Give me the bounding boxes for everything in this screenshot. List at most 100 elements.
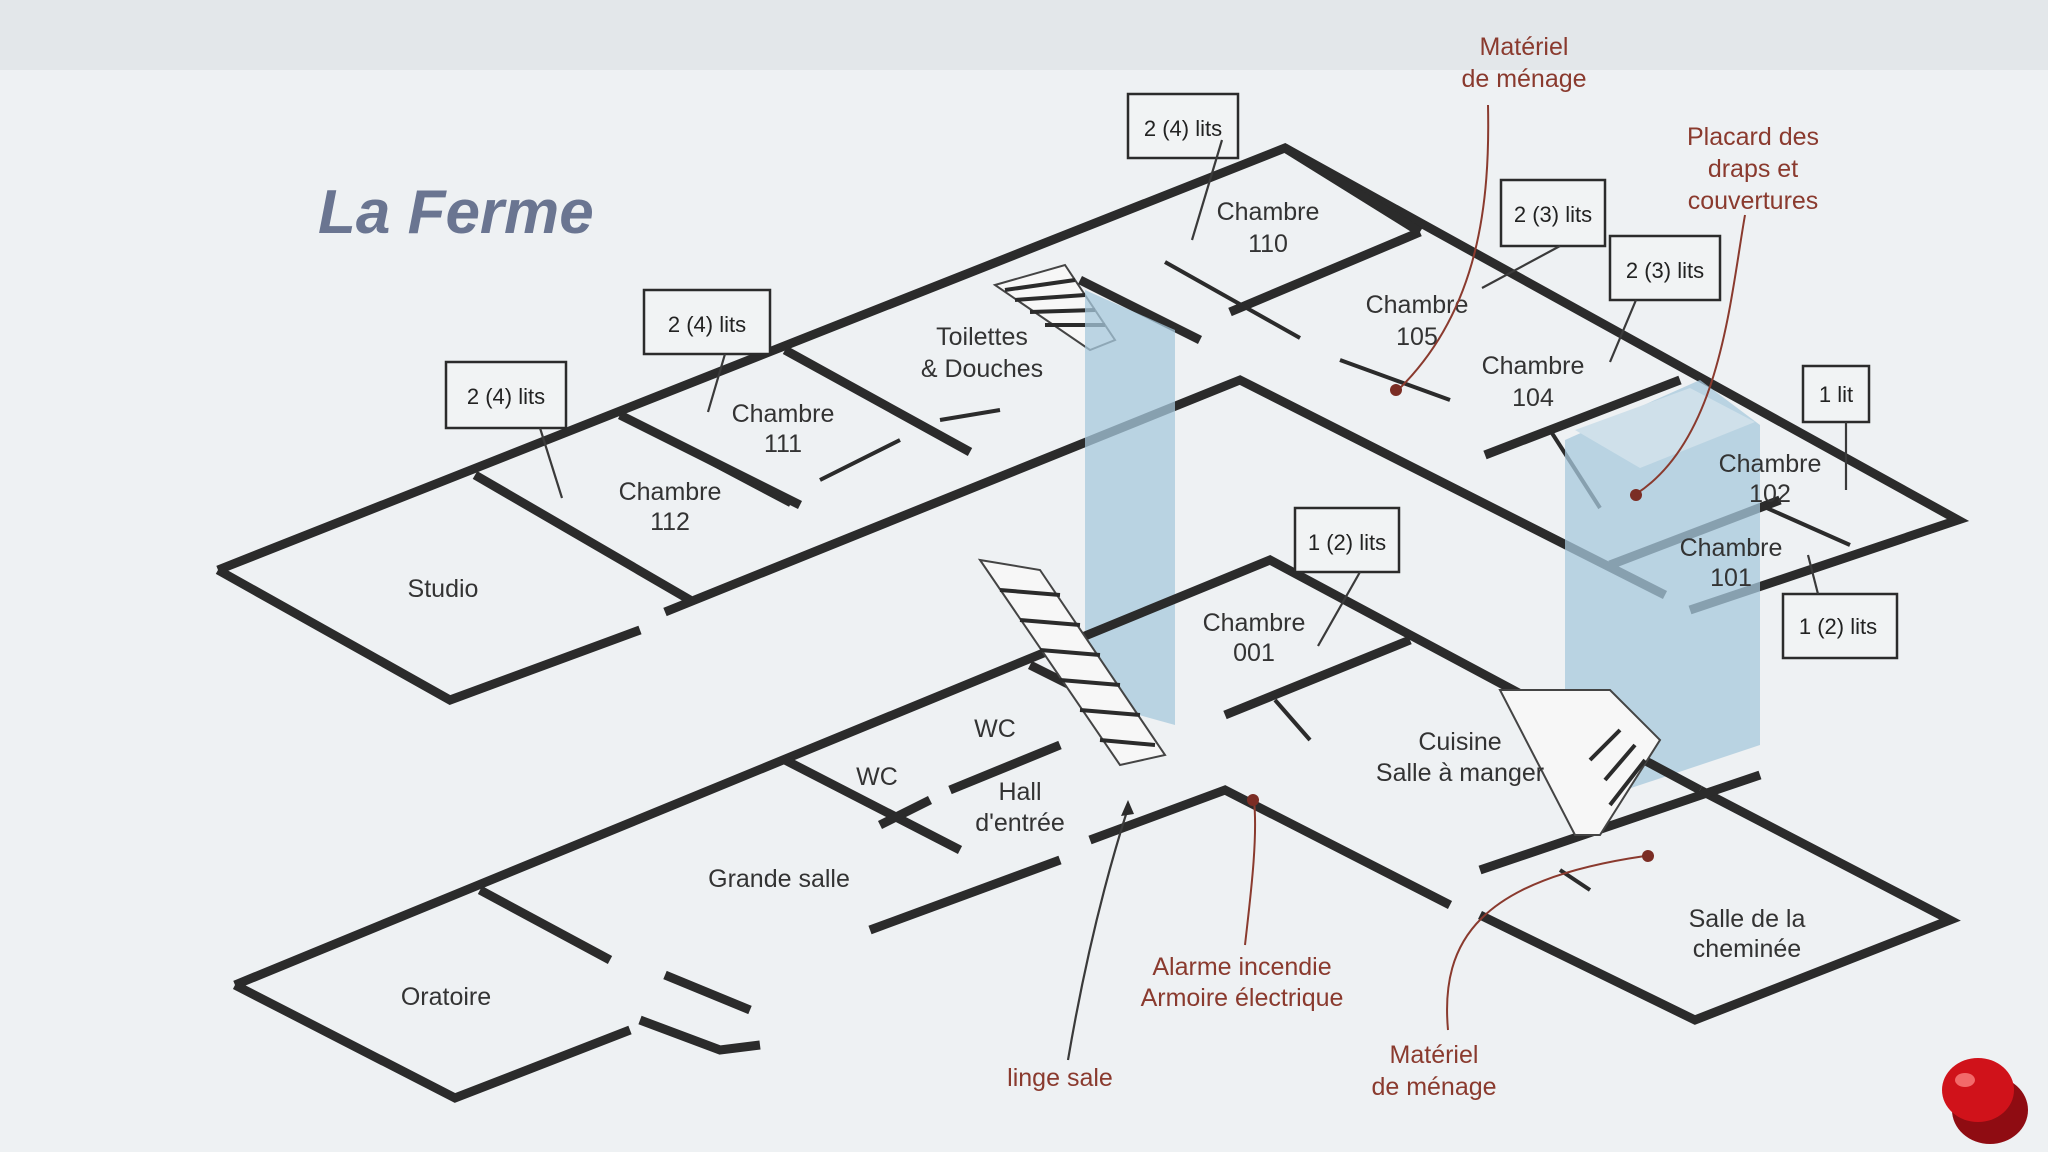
svg-text:de ménage: de ménage — [1371, 1073, 1496, 1101]
door-101 — [1759, 503, 1851, 547]
door-110 — [1164, 260, 1301, 340]
svg-text:Alarme incendie: Alarme incendie — [1152, 953, 1331, 981]
door-105 — [1339, 358, 1451, 402]
svg-text:Matériel: Matériel — [1480, 33, 1569, 61]
svg-text:Chambre: Chambre — [1680, 534, 1783, 562]
wall-wc1 — [877, 795, 933, 830]
wall-104-102 — [1483, 375, 1682, 460]
svg-text:de ménage: de ménage — [1461, 65, 1586, 93]
room-hall-entree: Hall d'entrée — [975, 778, 1065, 837]
svg-text:Toilettes: Toilettes — [936, 323, 1028, 351]
svg-text:& Douches: & Douches — [921, 355, 1043, 383]
callout-alarme-armoire: Alarme incendie Armoire électrique — [1141, 794, 1344, 1012]
callout-materiel-menage-bottom: Matériel de ménage — [1371, 850, 1654, 1101]
wall-110-east — [1282, 144, 1423, 236]
svg-text:001: 001 — [1233, 639, 1275, 667]
svg-text:Chambre: Chambre — [1366, 291, 1469, 319]
svg-text:1 (2) lits: 1 (2) lits — [1799, 614, 1877, 639]
svg-text:draps et: draps et — [1708, 155, 1798, 183]
room-salle-de-la-cheminee: Salle de la cheminée — [1689, 905, 1806, 963]
room-chambre-112: Chambre 112 — [619, 478, 722, 536]
lower-staircase-left — [977, 558, 1167, 767]
svg-text:couvertures: couvertures — [1688, 187, 1819, 215]
room-oratoire: Oratoire — [401, 983, 491, 1011]
svg-text:Salle de la: Salle de la — [1689, 905, 1806, 933]
pushpin-icon — [1942, 1058, 2028, 1144]
plan-title: La Ferme — [318, 178, 594, 247]
svg-text:2 (4) lits: 2 (4) lits — [1144, 116, 1222, 141]
lower-outer-wall-south-2 — [1088, 785, 1453, 910]
callout-materiel-menage-top: Matériel de ménage — [1390, 33, 1587, 396]
wall-studio-112 — [472, 471, 693, 604]
svg-text:102: 102 — [1749, 480, 1791, 508]
wall-oratoire-door — [663, 970, 752, 1015]
room-chambre-104: Chambre 104 — [1482, 352, 1585, 412]
svg-text:Chambre: Chambre — [732, 400, 835, 428]
door-cuisine — [1273, 698, 1312, 742]
svg-text:2 (4) lits: 2 (4) lits — [467, 384, 545, 409]
svg-text:Chambre: Chambre — [619, 478, 722, 506]
wall-111-toilettes — [782, 346, 973, 456]
svg-text:101: 101 — [1710, 564, 1752, 592]
bed-box-102: 1 lit — [1801, 364, 1871, 490]
room-grande-salle: Grande salle — [708, 865, 850, 893]
svg-text:1 lit: 1 lit — [1819, 382, 1853, 407]
upper-outer-wall-west — [215, 566, 642, 705]
corridor-line-2 — [819, 438, 901, 482]
wall-oratoire-grandesalle — [477, 886, 613, 964]
svg-text:Chambre: Chambre — [1203, 609, 1306, 637]
callout-placard: Placard des draps et couvertures — [1630, 123, 1819, 501]
room-wc-1: WC — [856, 763, 898, 791]
bed-box-112: 2 (4) lits — [444, 360, 568, 499]
light-shaft-left — [1085, 290, 1175, 725]
svg-text:110: 110 — [1248, 230, 1288, 258]
svg-text:104: 104 — [1512, 384, 1554, 412]
svg-text:Placard des: Placard des — [1687, 123, 1819, 151]
room-chambre-001: Chambre 001 — [1203, 609, 1306, 667]
wall-grandesalle-wc — [782, 755, 963, 855]
wall-001-cuisine — [1223, 635, 1412, 720]
lower-floor — [232, 555, 1961, 1103]
svg-text:Chambre: Chambre — [1719, 450, 1822, 478]
room-studio: Studio — [408, 575, 479, 603]
shaft-top-right — [1575, 388, 1755, 468]
lower-outer-wall-west — [232, 980, 632, 1103]
wall-cuisine-cheminee — [1478, 770, 1762, 875]
room-chambre-101: Chambre 101 — [1680, 534, 1783, 592]
wall-110-105 — [1228, 227, 1422, 317]
bed-box-110: 2 (4) lits — [1126, 92, 1240, 241]
lower-outer-wall-east — [1478, 786, 1961, 1025]
paper-shadow-top — [0, 0, 2048, 70]
svg-text:Armoire électrique: Armoire électrique — [1141, 984, 1344, 1012]
door-toilettes — [939, 408, 1001, 422]
corridor-line-1 — [619, 413, 791, 507]
room-cuisine-salle-a-manger: Cuisine Salle à manger — [1376, 728, 1544, 787]
callout-linge-sale: linge sale — [1007, 800, 1134, 1092]
room-chambre-105: Chambre 105 — [1366, 291, 1469, 351]
bed-box-101: 1 (2) lits — [1781, 554, 1899, 660]
svg-text:105: 105 — [1396, 323, 1438, 351]
svg-text:cheminée: cheminée — [1693, 935, 1801, 963]
svg-text:2 (3) lits: 2 (3) lits — [1514, 202, 1592, 227]
upper-floor — [215, 143, 1970, 810]
lower-outer-wall-south — [868, 855, 1062, 935]
svg-text:2 (3) lits: 2 (3) lits — [1626, 258, 1704, 283]
bed-box-111: 2 (4) lits — [642, 288, 772, 413]
svg-text:Cuisine: Cuisine — [1418, 728, 1501, 756]
svg-text:d'entrée: d'entrée — [975, 809, 1065, 837]
svg-text:Hall: Hall — [998, 778, 1041, 806]
wall-wc2 — [948, 740, 1062, 795]
svg-text:Chambre: Chambre — [1482, 352, 1585, 380]
bed-box-104: 2 (3) lits — [1608, 234, 1722, 363]
room-toilettes-douches: Toilettes & Douches — [921, 323, 1043, 383]
svg-text:1 (2) lits: 1 (2) lits — [1308, 530, 1386, 555]
wall-toilettes-stair — [1077, 275, 1203, 345]
svg-text:111: 111 — [764, 430, 802, 458]
room-chambre-111: Chambre 111 — [732, 400, 835, 458]
lower-outer-wall-south-3 — [638, 1015, 761, 1055]
room-chambre-110: Chambre 110 — [1217, 198, 1320, 258]
svg-text:Matériel: Matériel — [1390, 1041, 1479, 1069]
room-wc-2: WC — [974, 715, 1016, 743]
